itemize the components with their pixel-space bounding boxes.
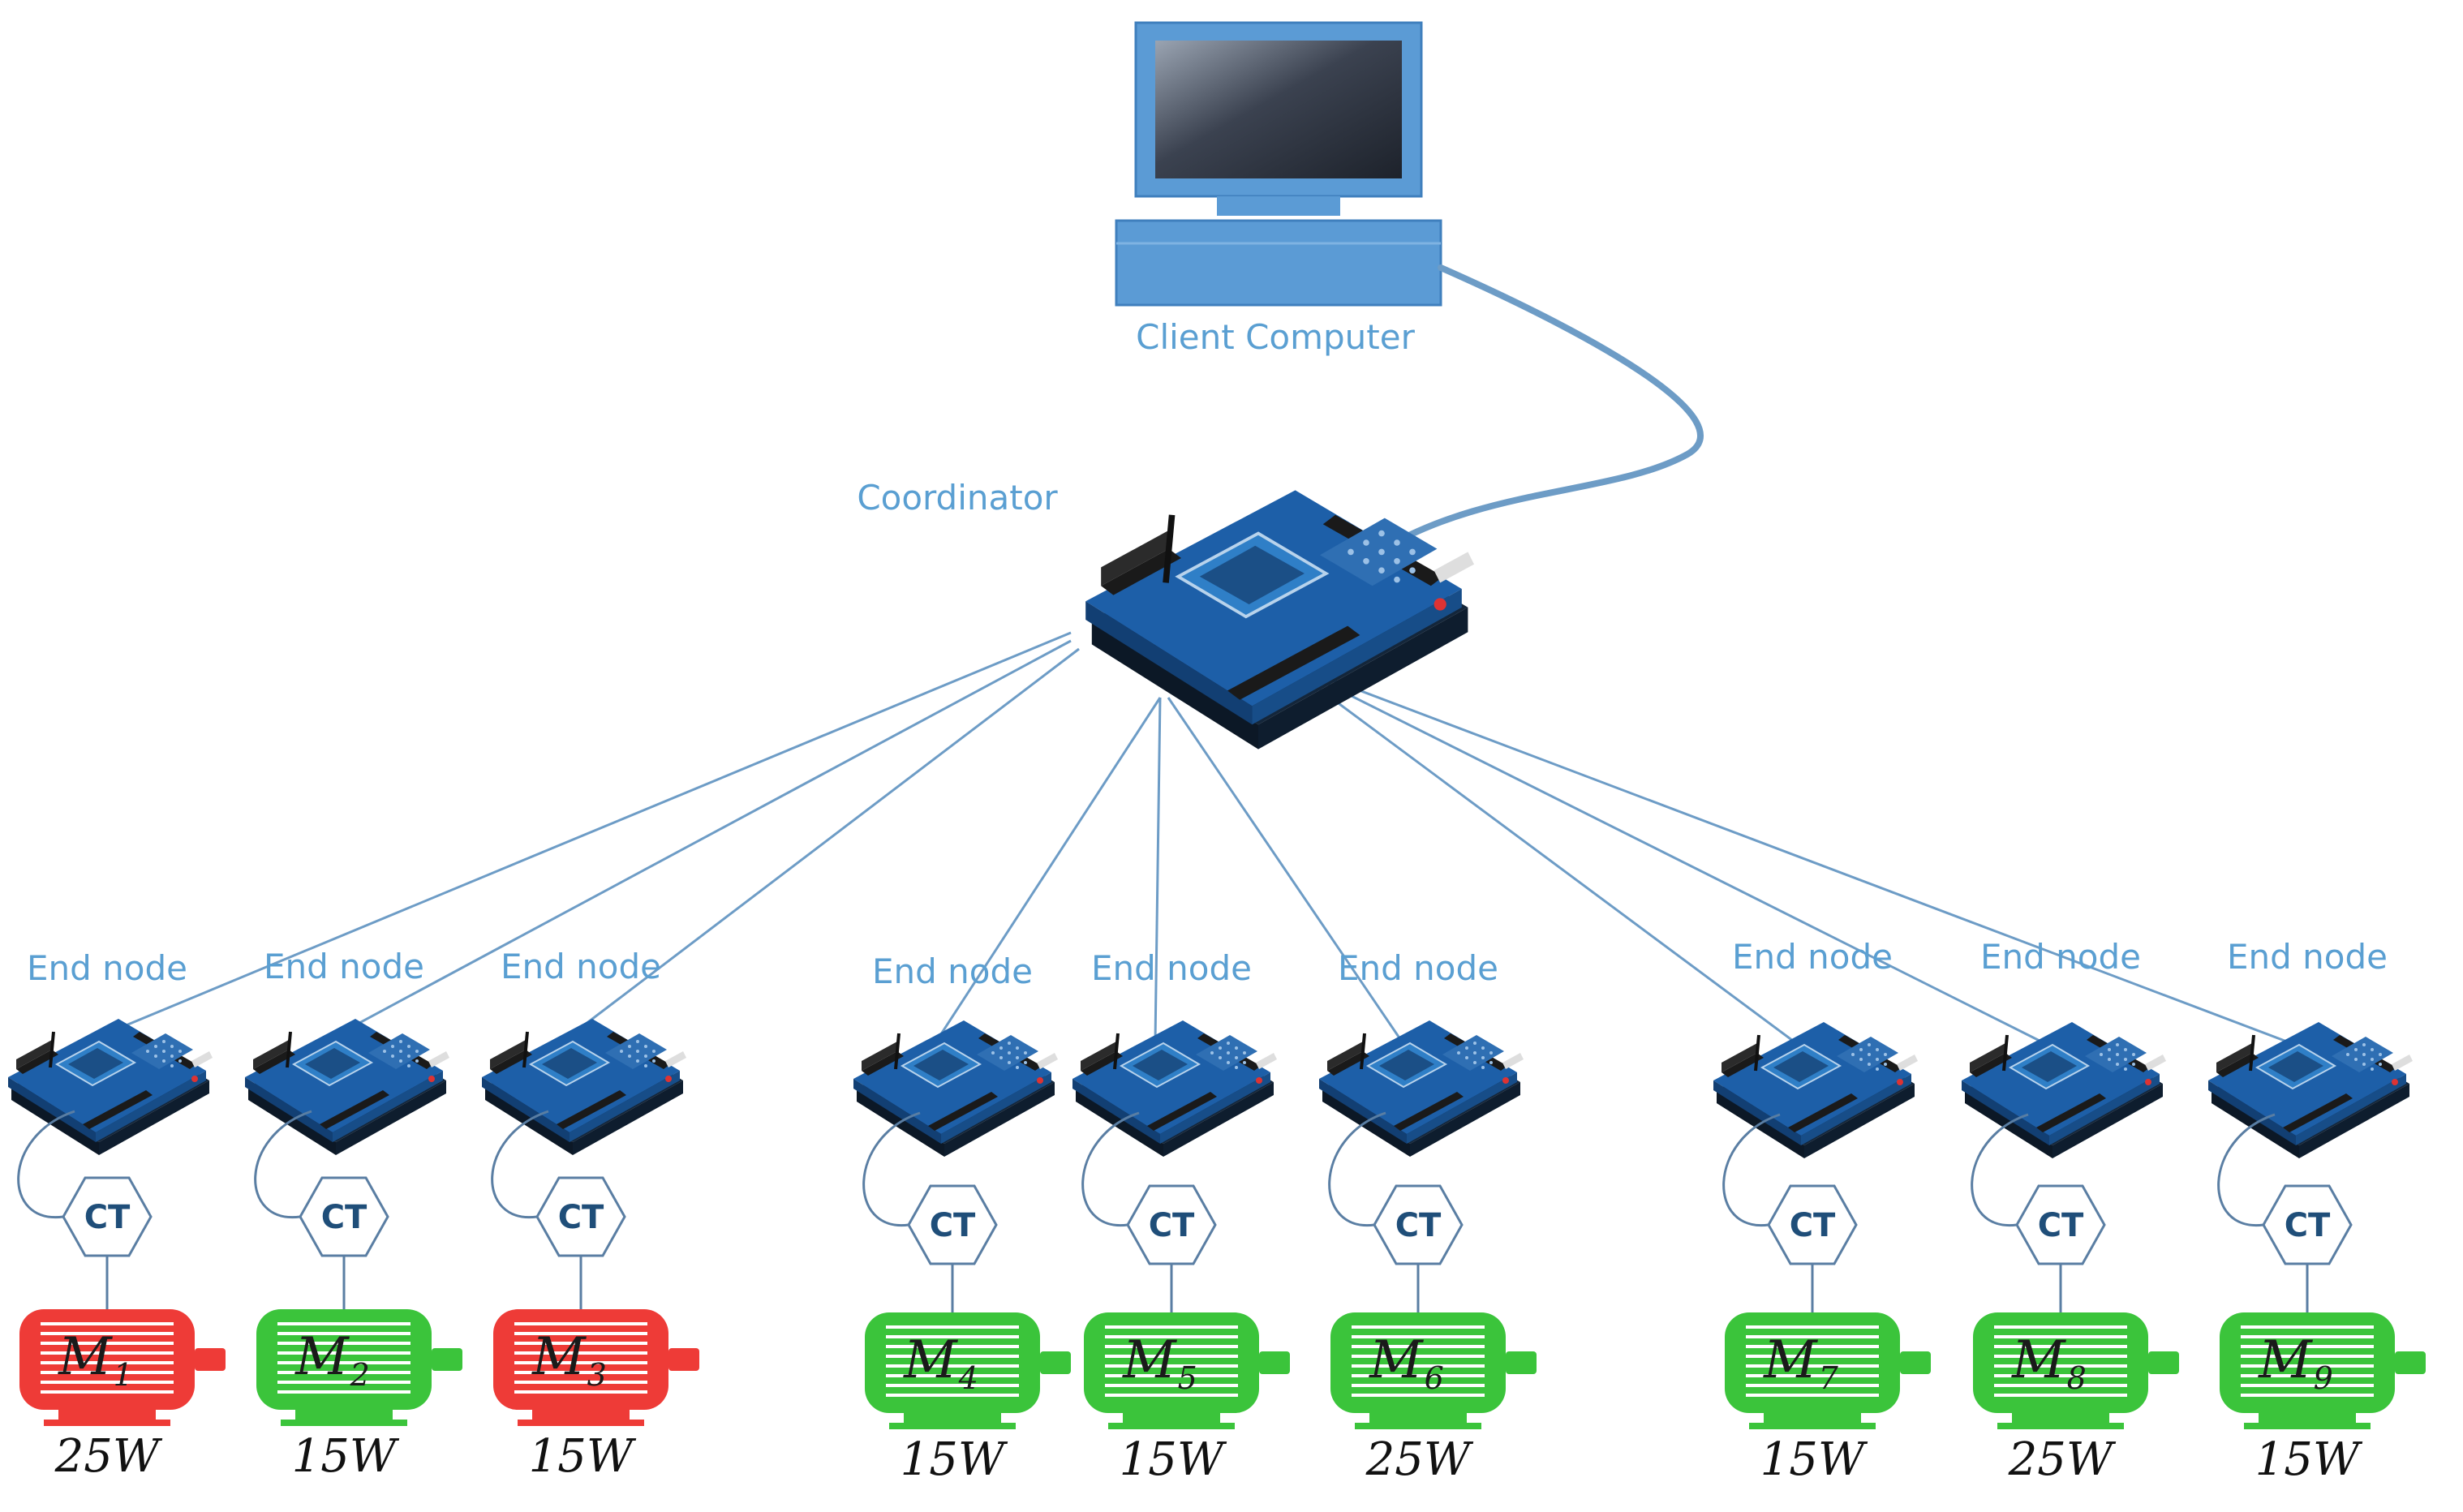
wireless-link xyxy=(1154,697,1162,1042)
motor-power-label: 15W xyxy=(529,1430,637,1483)
sensor-wire xyxy=(1328,1111,1386,1227)
end-node-label: End node xyxy=(1338,948,1498,988)
end-node-label: End node xyxy=(27,948,187,988)
sensor-wire xyxy=(862,1111,921,1227)
sensor-wire xyxy=(17,1110,75,1219)
ct-sensor-label: CT xyxy=(558,1199,604,1236)
end-node-label: End node xyxy=(872,951,1033,991)
wireless-link xyxy=(935,697,1162,1042)
motor-1-icon: M1 xyxy=(19,1309,226,1426)
sensor-wire xyxy=(1722,1113,1781,1226)
monitor-neck xyxy=(1217,196,1340,216)
ct-sensor-label: CT xyxy=(84,1199,131,1236)
motor-power-label: 25W xyxy=(1365,1433,1474,1486)
wireless-links xyxy=(90,631,2292,1045)
ct-sensor-icon: CT xyxy=(2015,1184,2106,1265)
ct-sensor-label: CT xyxy=(1790,1207,1836,1244)
ct-sensor-icon: CT xyxy=(1767,1184,1858,1265)
ct-sensor-icon: CT xyxy=(62,1176,153,1257)
end-node-label: End node xyxy=(1732,937,1893,977)
ct-sensor-label: CT xyxy=(2038,1207,2084,1244)
wireless-link xyxy=(327,639,1072,1042)
motor-label: M1 xyxy=(58,1327,133,1393)
ct-sensor-label: CT xyxy=(2285,1207,2331,1244)
end-node-label: End node xyxy=(264,947,424,986)
motor-4-icon: M4 xyxy=(865,1312,1071,1429)
motor-power-label: 15W xyxy=(1760,1433,1868,1486)
sensor-wire xyxy=(491,1110,549,1219)
motor-7-icon: M7 xyxy=(1725,1312,1931,1429)
client-computer-label: Client Computer xyxy=(1136,317,1415,357)
wireless-link xyxy=(1297,672,1797,1045)
sensor-wire xyxy=(2217,1113,2276,1226)
motor-3-icon: M3 xyxy=(493,1309,699,1426)
ct-sensor-icon: CT xyxy=(299,1176,389,1257)
ct-sensor-label: CT xyxy=(930,1207,976,1244)
motor-power-label: 15W xyxy=(901,1433,1008,1486)
ct-sensor-icon: CT xyxy=(535,1176,626,1257)
motor-power-label: 15W xyxy=(2255,1433,2363,1486)
sensor-wire xyxy=(254,1110,312,1219)
client-computer: Client Computer xyxy=(1115,21,1442,357)
motor-6-icon: M6 xyxy=(1330,1312,1537,1429)
motor-5-icon: M5 xyxy=(1084,1312,1290,1429)
coordinator: Coordinator xyxy=(857,478,1474,750)
ct-sensor-label: CT xyxy=(321,1199,368,1236)
motor-8-icon: M8 xyxy=(1973,1312,2179,1429)
motor-label: M6 xyxy=(1369,1330,1444,1396)
motor-2-icon: M2 xyxy=(256,1309,462,1426)
ct-sensor-label: CT xyxy=(1395,1207,1442,1244)
end-node-label: End node xyxy=(1091,948,1252,988)
computer-base xyxy=(1115,219,1442,307)
wireless-link xyxy=(1305,672,2045,1045)
ct-sensor-icon: CT xyxy=(1126,1184,1217,1265)
ct-sensor-label: CT xyxy=(1149,1207,1195,1244)
ct-sensor-icon: CT xyxy=(1373,1184,1464,1265)
usb-cable xyxy=(1376,264,1704,555)
wireless-link xyxy=(90,631,1072,1042)
coordinator-label: Coordinator xyxy=(857,478,1058,518)
monitor-screen xyxy=(1155,41,1402,178)
end-node-label: End node xyxy=(2227,937,2388,977)
sensor-wire xyxy=(1971,1113,2029,1226)
end-node-label: End node xyxy=(501,947,661,986)
motor-power-label: 15W xyxy=(292,1430,400,1483)
sensor-wire xyxy=(1081,1111,1140,1227)
motor-power-label: 15W xyxy=(1120,1433,1227,1486)
motor-power-label: 25W xyxy=(2008,1433,2117,1486)
wireless-link xyxy=(564,647,1080,1042)
motor-power-label: 25W xyxy=(54,1430,163,1483)
end-node-label: End node xyxy=(1980,937,2141,977)
wireless-link xyxy=(1167,697,1403,1042)
ct-sensor-icon: CT xyxy=(2262,1184,2353,1265)
wireless-link xyxy=(1313,672,2292,1045)
motor-9-icon: M9 xyxy=(2220,1312,2426,1429)
ct-sensor-icon: CT xyxy=(907,1184,998,1265)
